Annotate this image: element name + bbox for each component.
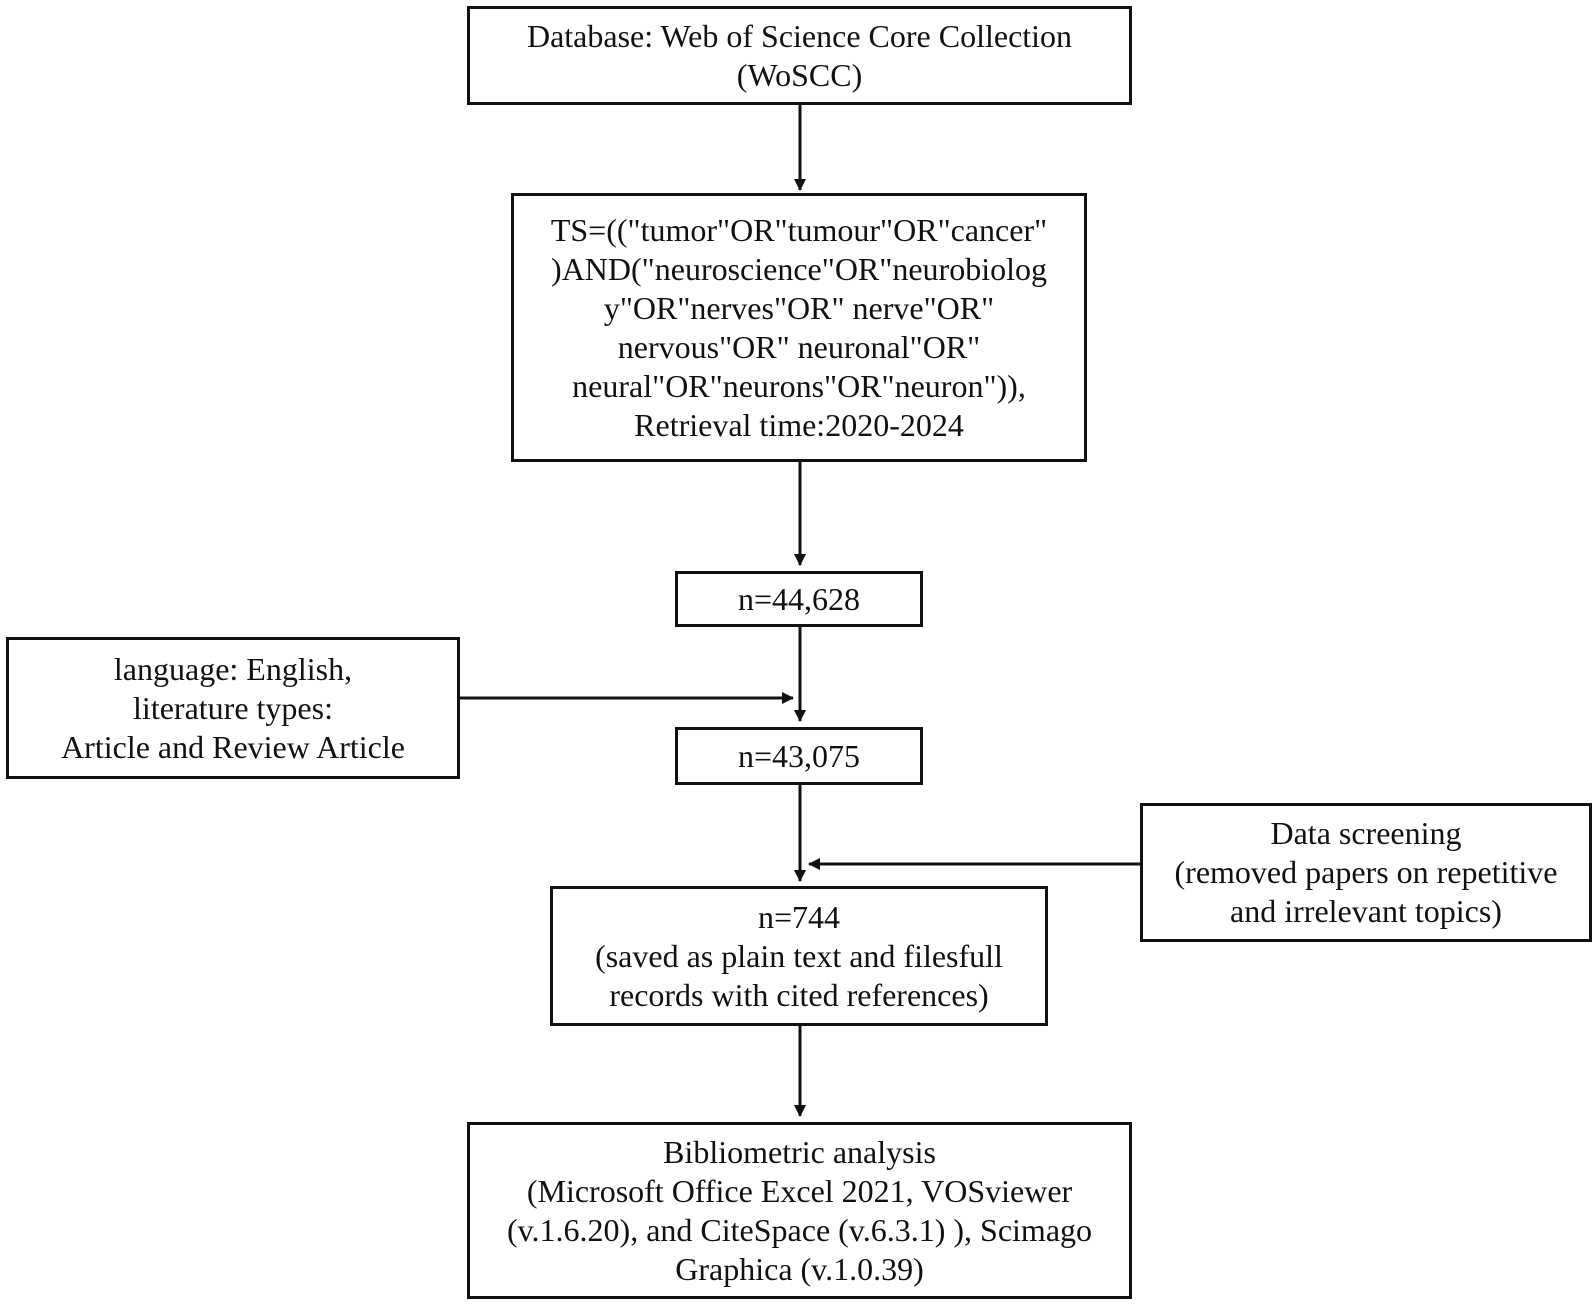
screening-line-3: and irrelevant topics) xyxy=(1230,893,1502,929)
bibliometric-analysis-box: Bibliometric analysis (Microsoft Office … xyxy=(467,1122,1132,1299)
count-43075-box: n=43,075 xyxy=(675,727,923,785)
filter-line-1: language: English, xyxy=(113,650,353,687)
analysis-line-1: Bibliometric analysis xyxy=(663,1133,936,1170)
analysis-line-2: (Microsoft Office Excel 2021, VOSviewer xyxy=(526,1172,1073,1209)
analysis-line-4: Graphica (v.1.0.39) xyxy=(675,1250,924,1287)
database-box: Database: Web of Science Core Collection… xyxy=(467,6,1132,105)
analysis-line-3: (v.1.6.20), and CiteSpace (v.6.3.1) ), S… xyxy=(506,1211,1093,1248)
search-query-box: TS=(("tumor"OR"tumour"OR"cancer" )AND("n… xyxy=(511,193,1087,462)
query-line-4: nervous"OR" neuronal"OR" xyxy=(617,328,981,365)
count3-line-2: (saved as plain text and filesfull xyxy=(595,937,1003,974)
count2-text: n=43,075 xyxy=(737,737,861,774)
screening-line-2: (removed papers on repetitive xyxy=(1174,854,1558,890)
database-line-1: Database: Web of Science Core Collection xyxy=(526,17,1073,54)
screening-line-1: Data screening xyxy=(1270,815,1462,851)
query-line-5: neural"OR"neurons"OR"neuron")), xyxy=(572,367,1026,404)
language-filter-box: language: English, literature types: Art… xyxy=(6,637,460,779)
filter-line-2: literature types: xyxy=(133,689,333,726)
count-44628-box: n=44,628 xyxy=(675,571,923,627)
count3-line-1: n=744 xyxy=(757,898,841,935)
query-line-2: )AND("neuroscience"OR"neurobiolog xyxy=(551,250,1047,287)
query-line-1: TS=(("tumor"OR"tumour"OR"cancer" xyxy=(550,211,1048,248)
query-line-6: Retrieval time:2020-2024 xyxy=(634,406,964,443)
count-744-box: n=744 (saved as plain text and filesfull… xyxy=(550,886,1048,1026)
count1-text: n=44,628 xyxy=(737,580,861,617)
data-screening-box: Data screening (removed papers on repeti… xyxy=(1140,803,1592,942)
filter-line-3: Article and Review Article xyxy=(61,728,405,765)
database-line-2: (WoSCC) xyxy=(736,56,863,93)
query-line-3: y"OR"nerves"OR" nerve"OR" xyxy=(603,289,995,326)
count3-line-3: records with cited references) xyxy=(609,976,989,1013)
